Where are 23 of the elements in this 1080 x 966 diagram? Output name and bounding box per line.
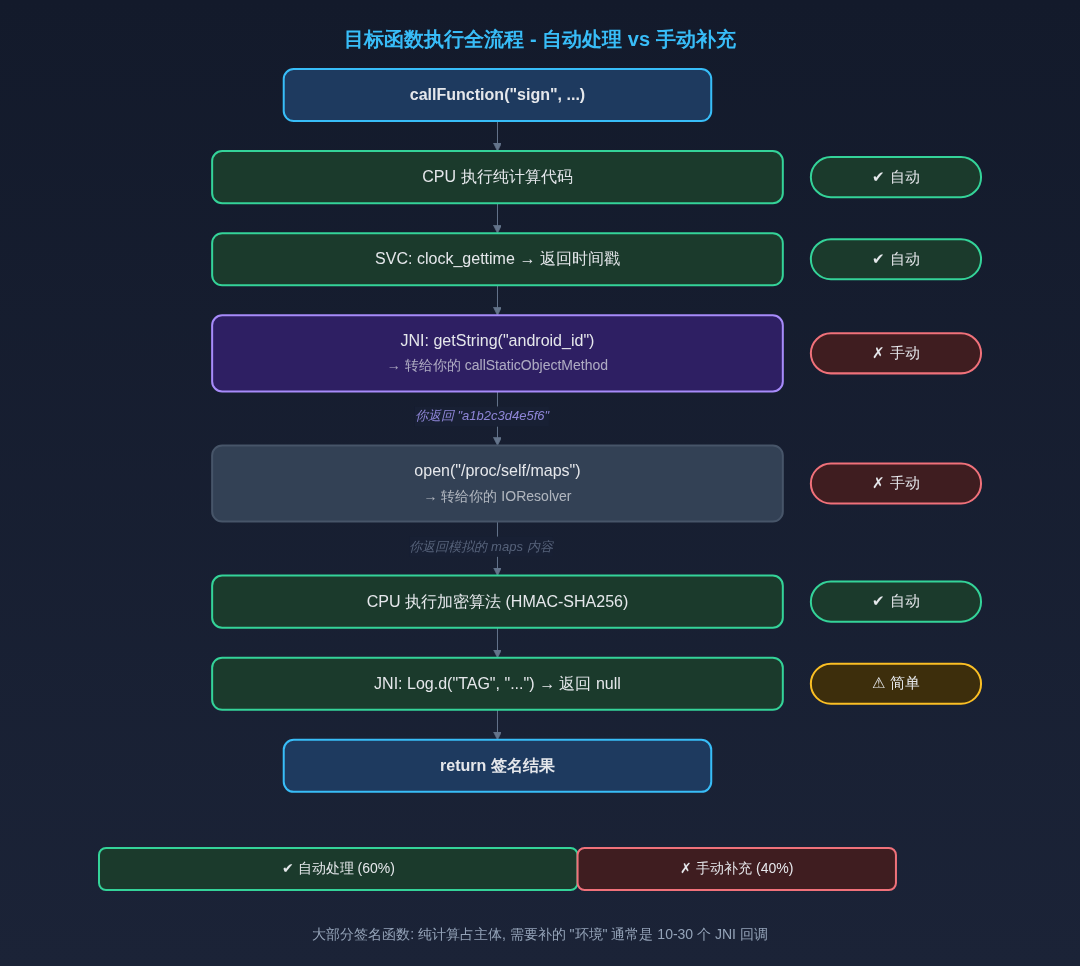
caption: 大部分签名函数: 纯计算占主体, 需要补的 "环境" 通常是 10-30 个 JNI 回调	[312, 926, 768, 944]
process-box: JNI: Log.d("TAG", "...") → 返回 null	[211, 656, 784, 711]
status-badge: ✗ 手动	[809, 332, 982, 375]
share-bar-segment: ✗ 手动补充 (40%)	[576, 846, 897, 891]
terminal-box: callFunction("sign", ...)	[282, 68, 713, 123]
status-badge: ✔ 自动	[809, 580, 982, 623]
status-badge: ✔ 自动	[809, 156, 982, 199]
process-box: SVC: clock_gettime → 返回时间戳	[211, 232, 784, 287]
process-box: JNI: getString("android_id") → 转给你的 callStaticObjectMethod	[211, 314, 784, 393]
arrow	[493, 627, 502, 659]
arrow	[493, 120, 502, 152]
status-badge: ✔ 自动	[809, 238, 982, 281]
arrow	[493, 284, 502, 316]
arrow	[493, 202, 502, 234]
share-bar-segment: ✔ 自动处理 (60%)	[98, 846, 579, 891]
process-box: CPU 执行加密算法 (HMAC-SHA256)	[211, 574, 784, 629]
status-badge: ⚠ 简单	[809, 662, 982, 705]
terminal-box: return 签名结果	[282, 738, 713, 793]
process-box: CPU 执行纯计算代码	[211, 150, 784, 205]
arrow	[493, 709, 502, 741]
title: 目标函数执行全流程 - 自动处理 vs 手动补充	[344, 27, 736, 52]
status-badge: ✗ 手动	[809, 462, 982, 505]
process-box: open("/proc/self/maps") → 转给你的 IOResolver	[211, 444, 784, 523]
